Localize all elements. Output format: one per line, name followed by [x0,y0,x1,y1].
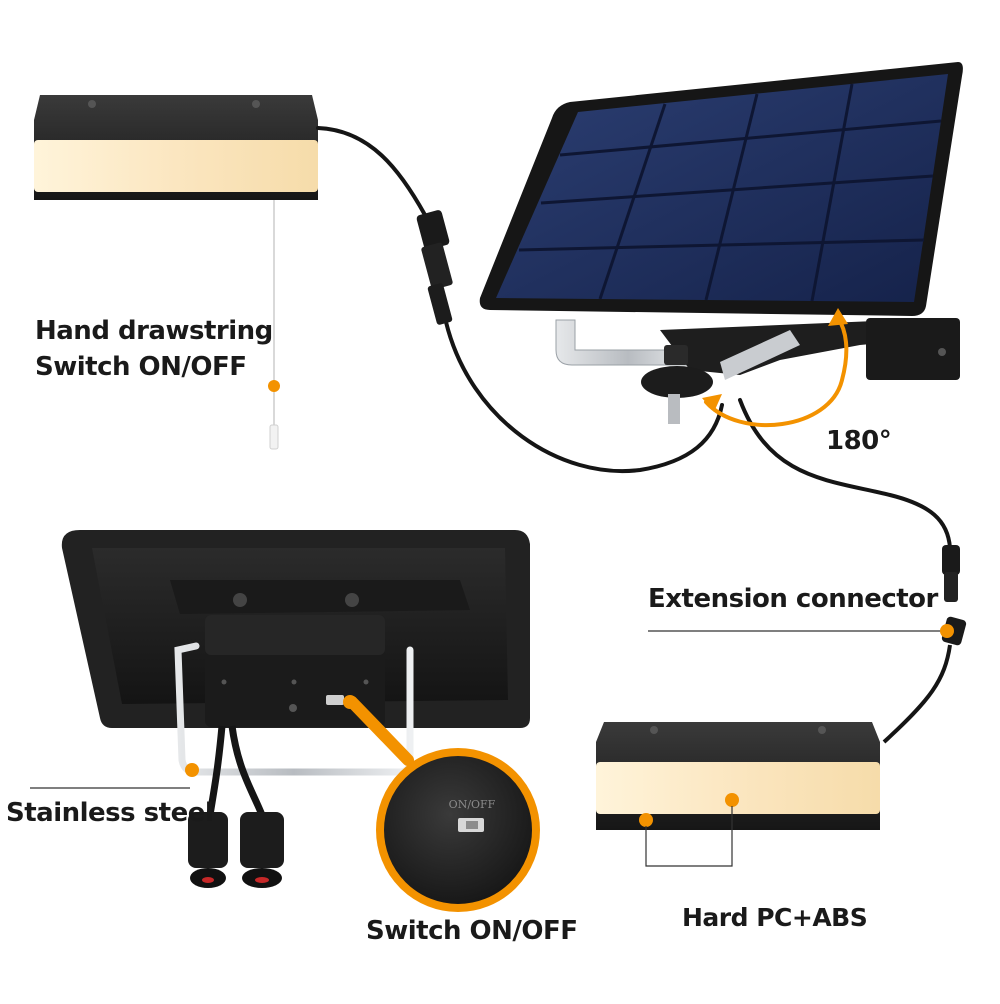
rotation-arrow-head-left [702,394,722,412]
cable-top [316,126,724,474]
label-switch-on-off: Switch ON/OFF [366,916,578,946]
rotation-arrow [704,316,849,428]
label-stainless-steel: Stainless steel [6,798,214,828]
extension-callout-dot [940,624,954,638]
material-dot-housing [639,813,653,827]
top-light-fixture [34,95,318,200]
solar-panel [479,62,963,316]
bottom-light-fixture [596,722,880,830]
drawstring-marker-dot [268,380,280,392]
rotation-arrow-head-top [828,308,848,326]
label-drawstring-switch: Switch ON/OFF [35,352,247,382]
solar-cell-grid [518,83,942,302]
cable-bottom-light [882,644,952,744]
material-bracket-line [645,806,733,867]
label-extension-connector: Extension connector [648,584,938,614]
switch-zoom-text: ON/OFF [449,798,496,811]
twin-connectors [188,725,284,888]
battery-box [205,615,385,727]
label-angle: 180° [826,426,892,456]
label-hand-drawstring: Hand drawstring [35,316,273,346]
extension-connector-plug [941,545,967,646]
cable-extension [738,398,952,550]
material-dot-diffuser [725,793,739,807]
stainless-callout-dot [185,763,199,777]
zoom-callout-dot [343,695,357,709]
panel-bracket [555,318,960,424]
inline-connector [416,210,453,325]
zoom-callout-line [346,696,414,766]
label-material: Hard PC+ABS [682,903,868,932]
